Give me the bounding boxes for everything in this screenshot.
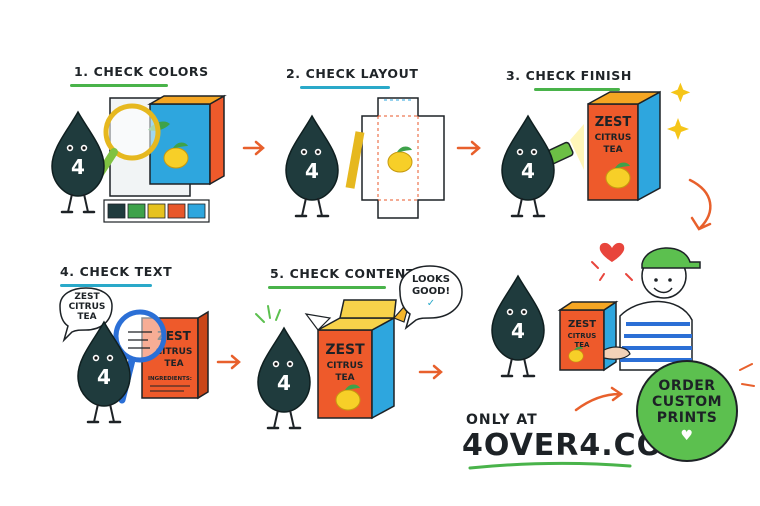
check-icon: ✓ — [426, 298, 436, 309]
box-4-ingredients: INGREDIENTS: — [148, 376, 192, 382]
box-4-brand-line2: CITRUS — [156, 347, 193, 357]
color-swatch — [187, 203, 206, 219]
arrow-to-cta — [574, 386, 624, 412]
step-1-title: 1. CHECK COLORS — [74, 64, 209, 79]
text-bubble-line3: TEA — [77, 312, 97, 322]
step-5-underline — [268, 286, 386, 289]
arrow-5-to-final — [418, 364, 443, 380]
final-box-brand-line2: CITRUS — [568, 332, 597, 340]
order-custom-prints-badge[interactable]: ORDER CUSTOM PRINTS ♥ — [636, 360, 738, 462]
box-5-brand-line1: ZEST — [325, 342, 365, 358]
only-at-label: ONLY AT — [466, 412, 538, 428]
box-5-brand-line3: TEA — [335, 373, 354, 383]
mascot-number-2: 4 — [305, 159, 319, 183]
step-3-illustration: ZEST CITRUS TEA 4 — [500, 82, 691, 218]
step-4-underline — [60, 284, 152, 287]
color-swatch — [147, 203, 166, 219]
heart-icon: ♥ — [680, 428, 694, 444]
arrow-4-to-5 — [216, 354, 241, 370]
final-box-brand-line3: TEA — [575, 341, 591, 349]
box-5-brand-line2: CITRUS — [327, 361, 364, 371]
text-bubble: ZEST CITRUS TEA — [62, 292, 112, 322]
step-2-title: 2. CHECK LAYOUT — [286, 66, 419, 81]
step-4-title: 4. CHECK TEXT — [60, 264, 173, 279]
step-4-illustration: ZEST CITRUS TEA INGREDIENTS: 4 — [59, 287, 209, 424]
cta-line1: ORDER — [658, 378, 716, 394]
step-2-underline — [300, 86, 390, 89]
final-illustration: ZEST CITRUS TEA 4 — [490, 242, 701, 378]
color-swatch — [167, 203, 186, 219]
box-3-brand-line1: ZEST — [595, 115, 632, 130]
box-4-brand-line3: TEA — [164, 359, 183, 369]
arrow-1-to-2 — [242, 140, 265, 156]
cta-line3: PRINTS — [656, 410, 718, 426]
text-bubble-line1: ZEST — [74, 292, 100, 302]
text-bubble-line2: CITRUS — [68, 302, 106, 312]
mascot-number-1: 4 — [71, 155, 85, 179]
step-2-illustration: 4 — [284, 97, 445, 219]
step-1-underline — [70, 84, 168, 87]
box-3-brand-line2: CITRUS — [595, 133, 632, 143]
mascot-number-6: 4 — [511, 319, 525, 343]
box-3-brand-line3: TEA — [603, 145, 622, 155]
arrow-3-to-final — [688, 178, 712, 231]
content-bubble: LOOKS GOOD! ✓ — [404, 274, 458, 310]
color-swatch — [107, 203, 126, 219]
step-3-underline — [534, 88, 620, 91]
final-box-brand-line1: ZEST — [568, 319, 596, 330]
content-bubble-line1: LOOKS — [412, 274, 450, 285]
step-5-title: 5. CHECK CONTENT — [270, 266, 416, 281]
mascot-number-5: 4 — [277, 371, 291, 395]
content-bubble-line2: GOOD! — [411, 286, 451, 297]
step-1-illustration: 4 — [50, 94, 227, 223]
mascot-number-3: 4 — [521, 159, 535, 183]
step-5-illustration: ZEST CITRUS TEA 4 — [255, 265, 463, 430]
color-swatch — [127, 203, 146, 219]
step-3-title: 3. CHECK FINISH — [506, 68, 632, 83]
cta-line2: CUSTOM — [651, 394, 723, 410]
arrow-2-to-3 — [456, 140, 481, 156]
mascot-number-4: 4 — [97, 365, 111, 389]
